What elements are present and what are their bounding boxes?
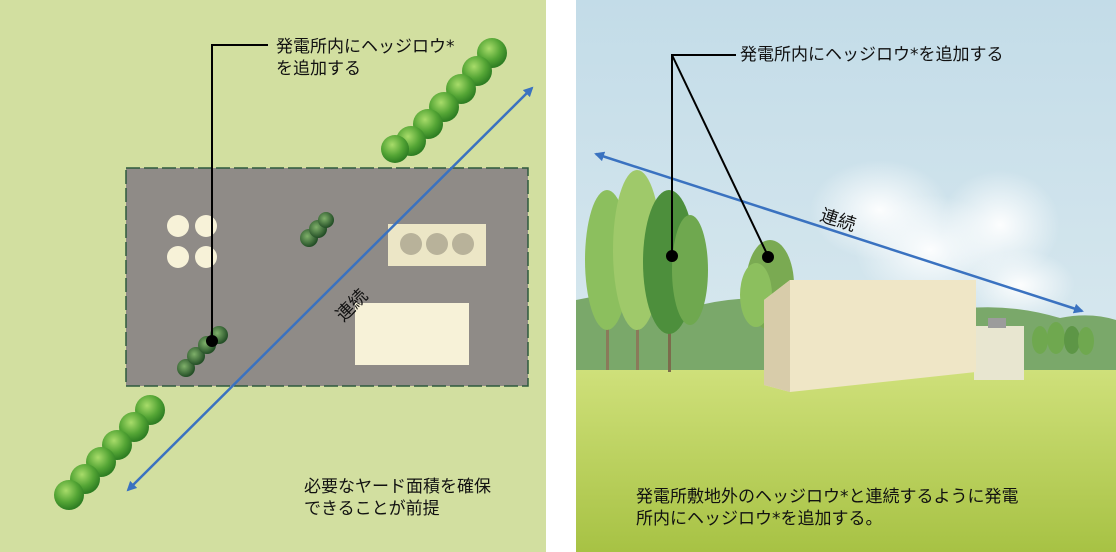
- annex-building: [974, 326, 1024, 380]
- callout-dot: [206, 335, 218, 347]
- right-caption: 発電所敷地外のヘッジロウ*と連続するように発電 所内にヘッジロウ*を追加する。: [636, 487, 1019, 529]
- left-callout-label: 発電所内にヘッジロウ* を追加する: [276, 37, 455, 79]
- left-note: 必要なヤード面積を確保 できることが前提: [304, 477, 491, 519]
- callout-leader: [211, 44, 268, 340]
- callout-leader-right-2: [671, 54, 769, 257]
- chimney: [988, 318, 1006, 328]
- left-panel: [0, 0, 546, 552]
- callout-dot-right-2: [762, 251, 774, 263]
- continuity-arrow-right: [594, 151, 1084, 314]
- equipment-tank: [400, 233, 422, 255]
- tank: [195, 215, 217, 237]
- equipment-building: [388, 224, 486, 266]
- equipment-tank: [452, 233, 474, 255]
- right-panel: [576, 0, 1116, 552]
- main-hall: [764, 280, 976, 392]
- tank: [195, 246, 217, 268]
- equipment-tank: [426, 233, 448, 255]
- tree-group-right: [1032, 322, 1094, 355]
- continuity-arrow: [126, 86, 534, 492]
- right-callout-label: 発電所内にヘッジロウ*を追加する: [740, 45, 1004, 65]
- grass: [576, 370, 1116, 552]
- callout-dot-right-1: [666, 250, 678, 262]
- main-building: [355, 303, 469, 365]
- tank: [167, 215, 189, 237]
- tank: [167, 246, 189, 268]
